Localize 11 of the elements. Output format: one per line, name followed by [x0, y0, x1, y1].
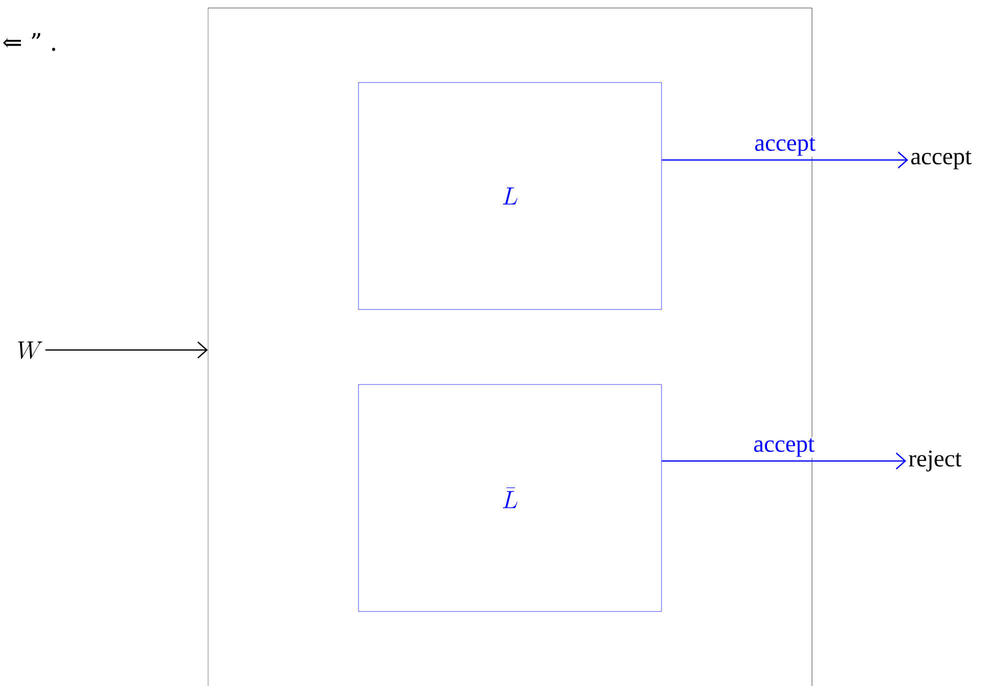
edge-label: accept	[752, 437, 816, 458]
machine-box: $L$	[358, 82, 662, 310]
arrow	[662, 152, 908, 168]
edge-label: accept	[753, 136, 817, 157]
arrow	[662, 452, 906, 470]
input-symbol: $W$	[18, 342, 42, 360]
arrow	[45, 342, 208, 358]
text-fragment: ⇐ ” .	[3, 33, 56, 51]
output-label: reject	[908, 450, 962, 472]
machine-box: $\bar{L}$	[358, 384, 662, 612]
output-label: accept	[911, 150, 972, 170]
